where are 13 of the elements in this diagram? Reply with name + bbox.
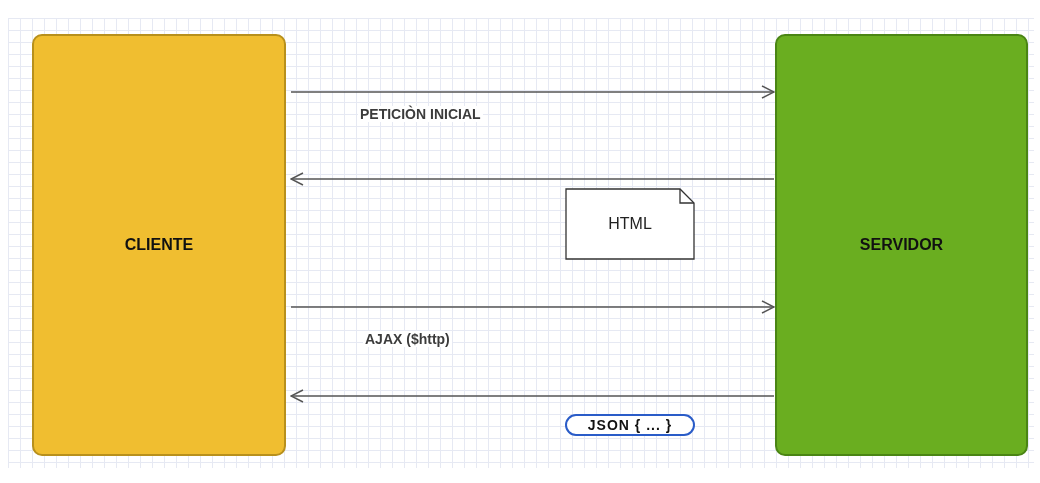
edge-label: AJAX ($http) <box>363 331 452 347</box>
json-pill <box>565 414 695 436</box>
client-box <box>32 34 286 456</box>
node-label: JSON { ... } <box>587 417 673 433</box>
node-label: HTML <box>608 215 652 233</box>
arrow <box>290 389 775 403</box>
node-label: SERVIDOR <box>859 236 944 254</box>
arrow <box>290 300 775 314</box>
arrow <box>290 172 775 186</box>
node-label: CLIENTE <box>124 236 194 254</box>
edge-label: PETICIÒN INICIAL <box>358 106 483 122</box>
server-box <box>775 34 1028 456</box>
arrow <box>290 85 775 99</box>
